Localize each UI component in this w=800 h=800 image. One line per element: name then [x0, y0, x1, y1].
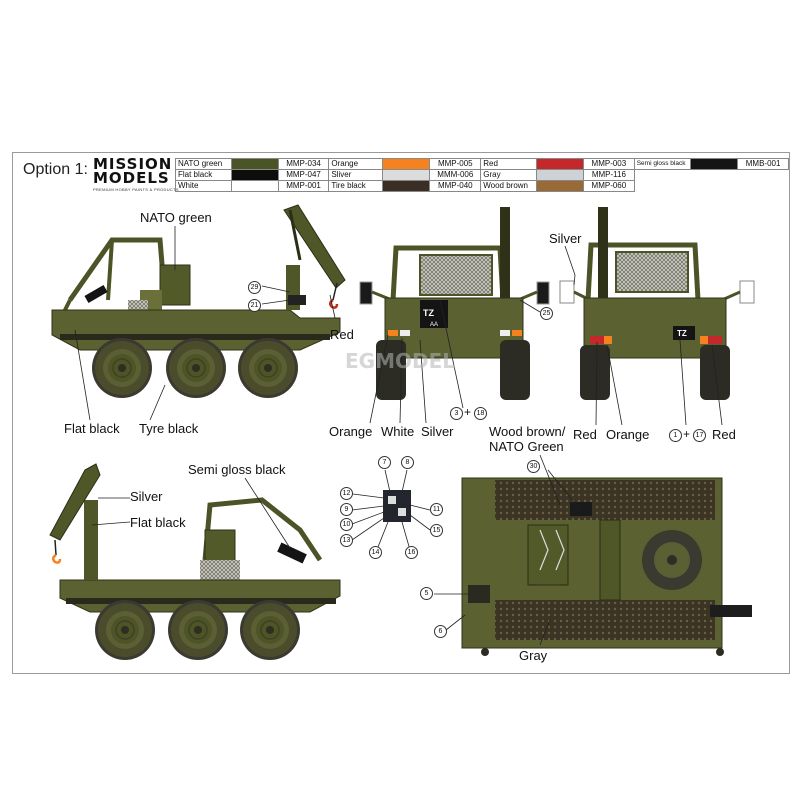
- decal-number: 13: [340, 534, 353, 547]
- decal-number: 29: [248, 281, 261, 294]
- label-nato-green: NATO green: [140, 210, 212, 225]
- label-silver-crane: Silver: [130, 489, 163, 504]
- decal-detail: [383, 490, 411, 522]
- decal-number: 5: [420, 587, 433, 600]
- rear-plate-text: TZ: [677, 329, 687, 338]
- paint-swatch: [382, 180, 431, 192]
- decal-number: 8: [401, 456, 414, 469]
- label-red-rear-right: Red: [712, 427, 736, 442]
- decal-number: 14: [369, 546, 382, 559]
- plus-sign: +: [464, 405, 472, 419]
- label-wood-brown: Wood brown/: [489, 424, 566, 439]
- label-gray: Gray: [519, 648, 548, 663]
- decal-number: 25: [540, 307, 553, 320]
- label-silver-front: Silver: [421, 424, 454, 439]
- label-orange-front: Orange: [329, 424, 373, 439]
- label-silver-rear: Silver: [549, 231, 582, 246]
- top-view: [461, 477, 752, 656]
- label-white-front: White: [381, 424, 415, 439]
- brand-line-1: MISSION: [93, 155, 173, 173]
- decal-number: 6: [434, 625, 447, 638]
- label-flat-black: Flat black: [64, 421, 120, 436]
- brand-tagline: PREMIUM HOBBY PAINTS & PRODUCTS: [93, 187, 179, 192]
- decal-number: 30: [527, 460, 540, 473]
- paint-color-table: NATO green MMP-034 Orange MMP-005 Red MM…: [175, 158, 789, 192]
- decal-number: 15: [430, 524, 443, 537]
- decal-number: 9: [340, 503, 353, 516]
- decal-number: 18: [474, 407, 487, 420]
- paint-name: Semi gloss black: [633, 158, 692, 170]
- label-red-crane: Red: [330, 327, 354, 342]
- leader-lines: [74, 226, 723, 646]
- decal-number: 17: [693, 429, 706, 442]
- paint-code: MMP-001: [277, 180, 330, 192]
- paint-code: MMP-040: [429, 180, 482, 192]
- decal-number: 16: [405, 546, 418, 559]
- decal-number: 7: [378, 456, 391, 469]
- paint-code: MMB-001: [737, 158, 789, 170]
- brand-logo: MISSION MODELS PREMIUM HOBBY PAINTS & PR…: [93, 155, 183, 193]
- label-orange-rear: Orange: [606, 427, 650, 442]
- side-view-right: [49, 463, 341, 661]
- decal-number: 21: [248, 299, 261, 312]
- decal-number: 12: [340, 487, 353, 500]
- paint-name: Tire black: [328, 180, 384, 192]
- label-flat-black-2: Flat black: [130, 515, 186, 530]
- rear-view: TZ: [559, 207, 755, 400]
- brand-line-2: MODELS: [93, 169, 170, 187]
- label-nato-green-2: NATO Green: [489, 439, 564, 454]
- front-view: TZ AA: [359, 207, 550, 400]
- paint-row: White MMP-001 Tire black MMP-040 Wood br…: [175, 180, 789, 192]
- decal-number: 10: [340, 518, 353, 531]
- paint-row: NATO green MMP-034 Orange MMP-005 Red MM…: [175, 158, 789, 170]
- decal-number: 1: [669, 429, 682, 442]
- paint-swatch: [230, 180, 279, 192]
- paint-name: White: [175, 180, 232, 192]
- watermark: EGMODEL: [345, 349, 455, 373]
- label-red-rear-left: Red: [573, 427, 597, 442]
- decal-number: 3: [450, 407, 463, 420]
- paint-swatch: [535, 158, 585, 170]
- front-plate-sub: AA: [430, 322, 438, 328]
- side-view-left: [51, 204, 346, 399]
- front-plate-text: TZ: [423, 308, 434, 318]
- plus-sign: +: [683, 427, 691, 441]
- label-semi-gloss-black: Semi gloss black: [188, 462, 286, 477]
- decal-number: 11: [430, 503, 443, 516]
- paint-code: MMP-060: [583, 180, 635, 192]
- option-title: Option 1:: [23, 161, 88, 178]
- paint-swatch: [535, 180, 585, 192]
- label-tyre-black: Tyre black: [139, 421, 199, 436]
- paint-swatch: [690, 158, 739, 170]
